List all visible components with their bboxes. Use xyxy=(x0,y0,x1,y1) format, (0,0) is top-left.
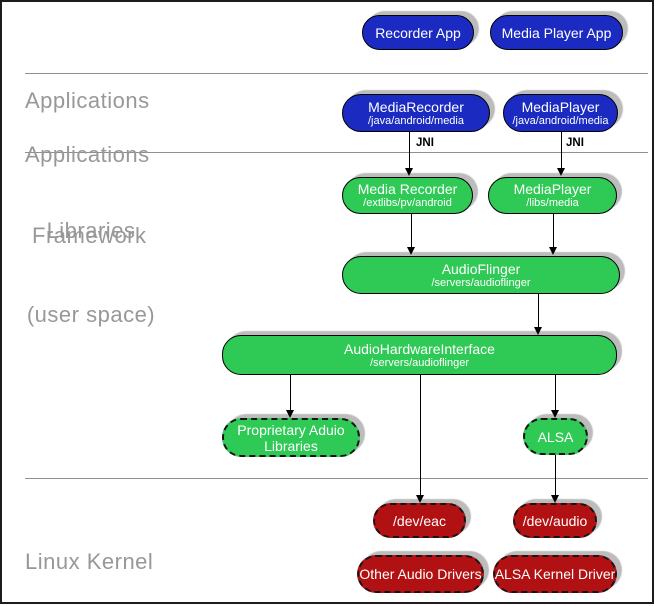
node-media-recorder-lib: Media Recorder /extlibs/pv/android xyxy=(342,177,473,214)
arrow-mediaplayer-to-lib xyxy=(556,132,566,176)
layer-label-applications-framework: Applications Framework xyxy=(25,142,150,248)
arrow-shaft xyxy=(554,455,556,496)
divider-framework-libraries xyxy=(25,152,648,153)
arrow-alsa-to-dev-audio xyxy=(550,455,560,503)
arrow-shaft xyxy=(560,132,562,169)
node-media-recorder-framework: MediaRecorder /java/android/media xyxy=(342,94,490,132)
arrow-shaft xyxy=(537,294,539,328)
arrowhead-icon xyxy=(415,495,424,503)
node-alsa: ALSA xyxy=(523,418,588,455)
arrow-ahi-to-proprietary xyxy=(285,375,295,418)
arrow-shaft xyxy=(419,375,421,496)
layer-label-linux-kernel: Linux Kernel xyxy=(25,549,154,574)
arrow-shaft xyxy=(410,214,412,248)
arrow-shaft xyxy=(554,375,556,411)
node-alsa-kernel-driver: ALSA Kernel Driver xyxy=(493,555,617,593)
arrowhead-icon xyxy=(533,327,542,335)
divider-applications-framework xyxy=(25,73,648,74)
jni-label-right: JNI xyxy=(566,137,584,149)
arrowhead-icon xyxy=(285,410,294,418)
node-proprietary-audio-libraries: Proprietary Aduio Libraries xyxy=(222,418,360,457)
node-dev-audio: /dev/audio xyxy=(513,503,597,538)
arrow-audioflinger-to-ahi xyxy=(533,294,543,335)
arrowhead-icon xyxy=(556,168,565,176)
arrow-ahi-to-dev-eac xyxy=(415,375,425,503)
node-recorder-app: Recorder App xyxy=(362,15,474,50)
divider-libraries-kernel xyxy=(25,478,648,479)
arrowhead-icon xyxy=(548,247,557,255)
node-other-audio-drivers: Other Audio Drivers xyxy=(357,555,484,593)
arrowhead-icon xyxy=(550,410,559,418)
node-dev-eac: /dev/eac xyxy=(373,503,466,538)
arrow-shaft xyxy=(552,214,554,248)
node-media-player-lib: MediaPlayer /libs/media xyxy=(488,177,617,214)
arrow-ahi-to-alsa xyxy=(550,375,560,418)
node-media-player-app: Media Player App xyxy=(490,15,623,50)
node-audio-hardware-interface: AudioHardwareInterface /servers/audiofli… xyxy=(222,335,617,375)
node-audio-flinger: AudioFlinger /servers/audioflinger xyxy=(342,256,620,294)
arrowhead-icon xyxy=(404,168,413,176)
layer-label-applications: Applications xyxy=(25,88,150,113)
node-media-player-framework: MediaPlayer /java/android/media xyxy=(503,94,618,132)
arrow-mediarecorder-to-lib xyxy=(404,132,414,176)
jni-label-left: JNI xyxy=(416,137,434,149)
arrowhead-icon xyxy=(406,247,415,255)
arrow-shaft xyxy=(408,132,410,169)
arrow-playerlib-to-audioflinger xyxy=(548,214,558,255)
arrow-recorderlib-to-audioflinger xyxy=(406,214,416,255)
arrow-shaft xyxy=(289,375,291,411)
arrowhead-icon xyxy=(550,495,559,503)
layer-label-libraries-user-space: Libraries (user space) xyxy=(26,218,156,327)
